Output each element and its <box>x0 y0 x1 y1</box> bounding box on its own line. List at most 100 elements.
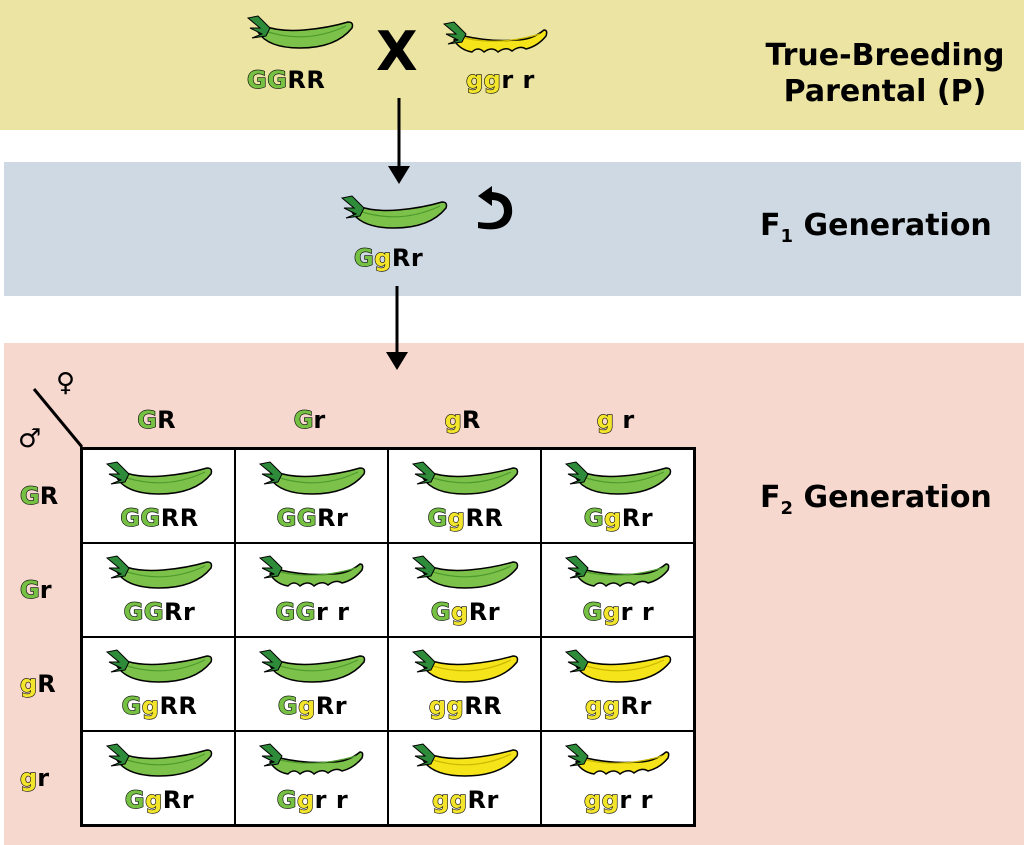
allele-text: g <box>374 243 392 272</box>
allele-text: r r <box>315 598 350 626</box>
punnett-cell: GGr r <box>236 544 389 638</box>
punnett-cell: ggRR <box>389 638 542 732</box>
allele-text: g <box>141 691 160 720</box>
allele-text: R <box>157 406 176 434</box>
punnett-cell: GgRr <box>542 450 695 544</box>
green-smooth-pod-icon <box>103 648 215 692</box>
offspring-genotype: ggRr <box>542 691 695 720</box>
green-wrinkled-pod-icon <box>256 554 368 598</box>
allele-text: g <box>447 503 466 532</box>
allele-text: r r <box>314 786 349 814</box>
allele-text: r <box>37 764 50 792</box>
allele-text: G <box>276 785 297 814</box>
parent1-genotype: GGRR <box>246 65 326 94</box>
diagonal-divider <box>32 388 84 448</box>
punnett-cell: ggr r <box>542 732 695 826</box>
offspring-genotype: GgRr <box>83 785 236 814</box>
parent2-genotype: ggr r <box>465 65 535 94</box>
punnett-cell: ggRr <box>542 638 695 732</box>
allele-text: GG <box>120 503 161 532</box>
green-smooth-pod-icon <box>103 460 215 504</box>
allele-text: g <box>298 691 316 720</box>
allele-text: G <box>124 785 146 814</box>
f2-label: F2 Generation <box>760 480 992 519</box>
punnett-cell: Ggr r <box>236 732 389 826</box>
allele-text: g <box>604 503 622 532</box>
allele-text: GG <box>246 65 288 94</box>
parental-label: True-Breeding Parental (P) <box>750 38 1020 110</box>
allele-text: Rr <box>317 504 349 532</box>
allele-text: GG <box>123 597 165 626</box>
allele-text: GG <box>276 503 318 532</box>
allele-text: gg <box>432 785 468 814</box>
f1-genotype: GgRr <box>353 243 424 272</box>
allele-text: gg <box>583 785 620 814</box>
offspring-genotype: GgRR <box>83 691 236 720</box>
male-gamete-header: Gr <box>19 575 74 604</box>
allele-text: Rr <box>468 598 501 626</box>
cross-symbol: X <box>376 20 418 83</box>
green-pod-icon <box>244 14 356 58</box>
allele-text: G <box>121 691 142 720</box>
allele-text: g <box>19 669 38 698</box>
allele-text: R <box>461 406 481 434</box>
punnett-cell: GGRR <box>83 450 236 544</box>
allele-text: r r <box>619 786 653 814</box>
offspring-genotype: Ggr r <box>542 597 695 626</box>
allele-text: G <box>19 481 40 510</box>
punnett-cell: Ggr r <box>542 544 695 638</box>
allele-text: Rr <box>621 504 654 532</box>
green-pod-icon <box>338 194 450 238</box>
female-symbol: ♀ <box>56 368 76 398</box>
green-smooth-pod-icon <box>256 460 368 504</box>
allele-text: gg <box>428 691 465 720</box>
yellow-smooth-pod-icon <box>409 648 521 692</box>
allele-text: g <box>596 405 614 434</box>
allele-text: RR <box>465 504 504 532</box>
allele-text: Rr <box>620 692 652 720</box>
female-gamete-header: gR <box>386 405 539 434</box>
self-pollinate-arrow-icon <box>478 186 513 230</box>
green-smooth-pod-icon <box>103 742 215 786</box>
allele-text: Rr <box>391 244 424 272</box>
allele-text: r r <box>501 66 535 94</box>
allele-text: R <box>37 670 56 698</box>
yellow-wrinkled-pod-icon <box>562 742 674 786</box>
green-smooth-pod-icon <box>409 554 521 598</box>
punnett-cell: GGRr <box>83 544 236 638</box>
parental-label-line1: True-Breeding <box>765 38 1005 73</box>
allele-text: gg <box>465 65 502 94</box>
yellow-smooth-pod-icon <box>409 742 521 786</box>
offspring-genotype: ggRR <box>389 691 542 720</box>
allele-text: Rr <box>162 786 195 814</box>
allele-text: Rr <box>467 786 499 814</box>
allele-text: g <box>444 405 462 434</box>
allele-text: RR <box>287 66 326 94</box>
offspring-genotype: ggRr <box>389 785 542 814</box>
punnett-cell: GgRr <box>389 544 542 638</box>
green-smooth-pod-icon <box>103 554 215 598</box>
offspring-genotype: GGRr <box>83 597 236 626</box>
female-gamete-header: g r <box>539 405 692 434</box>
offspring-genotype: GgRr <box>236 691 389 720</box>
allele-text: G <box>430 597 452 626</box>
allele-text: g <box>296 785 315 814</box>
male-gamete-header: gR <box>19 669 74 698</box>
allele-text: RR <box>464 692 503 720</box>
male-symbol: ♂ <box>18 424 42 454</box>
offspring-genotype: GgRR <box>389 503 542 532</box>
offspring-genotype: GGRR <box>83 503 236 532</box>
allele-text: r <box>613 406 635 434</box>
f1-label: F1 Generation <box>760 208 992 247</box>
offspring-genotype: Ggr r <box>236 785 389 814</box>
allele-text: r <box>39 576 52 604</box>
allele-text: g <box>602 597 621 626</box>
male-gamete-header: GR <box>19 481 74 510</box>
allele-text: G <box>427 503 448 532</box>
allele-text: r r <box>620 598 655 626</box>
offspring-genotype: GgRr <box>389 597 542 626</box>
green-smooth-pod-icon <box>409 460 521 504</box>
punnett-cell: ggRr <box>389 732 542 826</box>
yellow-wrinkled-pod-icon <box>440 20 552 64</box>
allele-text: G <box>277 691 299 720</box>
